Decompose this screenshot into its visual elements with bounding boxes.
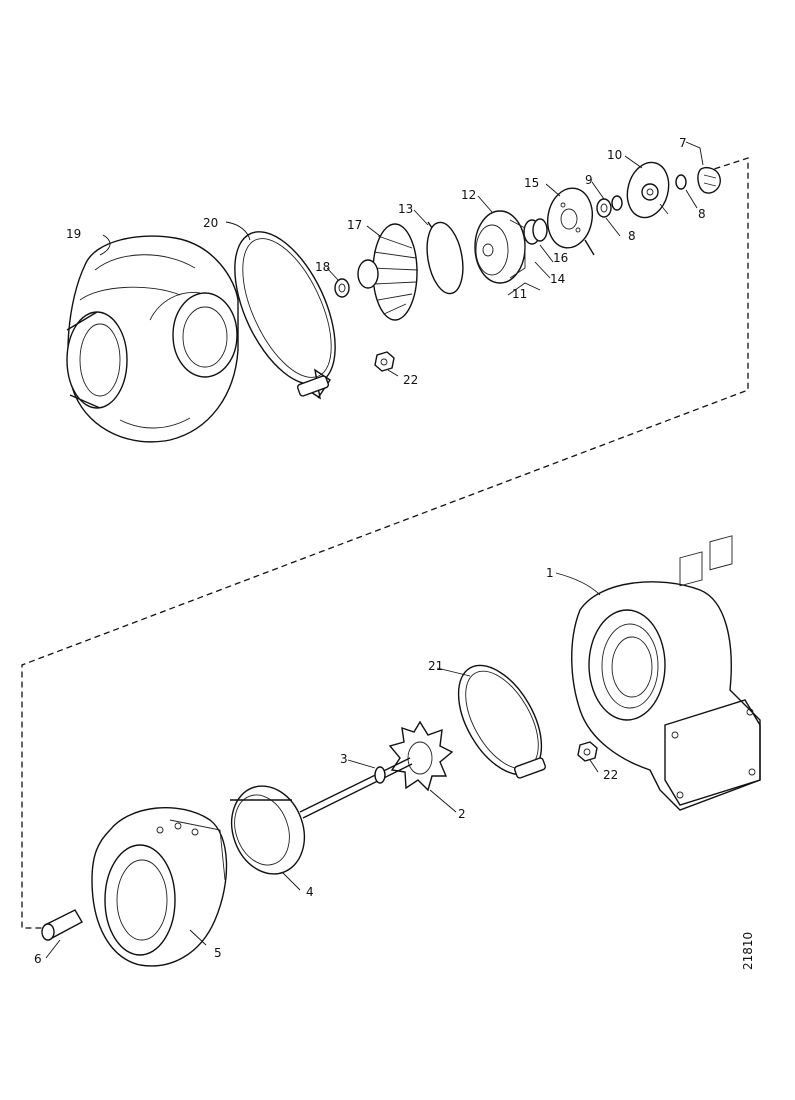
heat-shield-4 xyxy=(230,785,306,875)
leader-lines xyxy=(45,141,704,959)
callout-16: 16 xyxy=(553,251,568,265)
oil-nipple-6 xyxy=(41,909,83,941)
locking-plate-7 xyxy=(697,166,721,194)
v-band-clamp-20 xyxy=(234,231,336,400)
callout-14: 14 xyxy=(550,272,565,286)
center-housing-5 xyxy=(91,807,228,967)
callout-1: 1 xyxy=(546,566,554,580)
callout-11: 11 xyxy=(512,287,527,301)
turbine-shaft-3 xyxy=(299,757,413,819)
thrust-collar-16 xyxy=(523,218,548,245)
seal-plate-12 xyxy=(474,210,526,284)
circlip-13 xyxy=(426,221,464,295)
callout-8-lower: 8 xyxy=(628,229,636,243)
nut-22-bottom xyxy=(577,741,598,762)
nut-22-top xyxy=(374,351,395,372)
callout-13: 13 xyxy=(398,202,413,216)
callout-17: 17 xyxy=(347,218,362,232)
callout-2: 2 xyxy=(458,807,466,821)
callout-4: 4 xyxy=(306,885,314,899)
turbine-wheel-2 xyxy=(388,720,454,792)
compressor-housing-19 xyxy=(66,235,239,443)
callout-19: 19 xyxy=(66,227,81,241)
washer-8-lower xyxy=(596,198,612,218)
assembly-axis-lines xyxy=(21,157,749,929)
callout-12: 12 xyxy=(461,188,476,202)
sealing-ring-9 xyxy=(611,195,623,211)
compressor-wheel-17 xyxy=(357,223,419,321)
callout-6: 6 xyxy=(34,952,42,966)
bearing-plate-10 xyxy=(626,161,670,219)
figure-number: 21810 xyxy=(741,932,755,970)
compressor-nut-18 xyxy=(334,278,350,298)
callout-22-top: 22 xyxy=(403,373,418,387)
callout-9: 9 xyxy=(585,173,593,187)
thrust-bearing-15 xyxy=(547,187,595,256)
callout-20: 20 xyxy=(203,216,218,230)
callout-22-bottom: 22 xyxy=(603,768,618,782)
washer-8-upper xyxy=(675,174,687,190)
callout-10: 10 xyxy=(607,148,622,162)
callout-labels: 19 20 18 17 13 12 15 9 10 7 8 8 16 14 11… xyxy=(34,136,706,966)
turbine-housing-1 xyxy=(571,535,761,811)
callout-7: 7 xyxy=(679,136,687,150)
callout-21: 21 xyxy=(428,659,443,673)
v-band-clamp-21 xyxy=(457,664,547,779)
callout-5: 5 xyxy=(214,946,222,960)
callout-15: 15 xyxy=(524,176,539,190)
callout-18: 18 xyxy=(315,260,330,274)
callout-3: 3 xyxy=(340,752,348,766)
callout-8-upper: 8 xyxy=(698,207,706,221)
